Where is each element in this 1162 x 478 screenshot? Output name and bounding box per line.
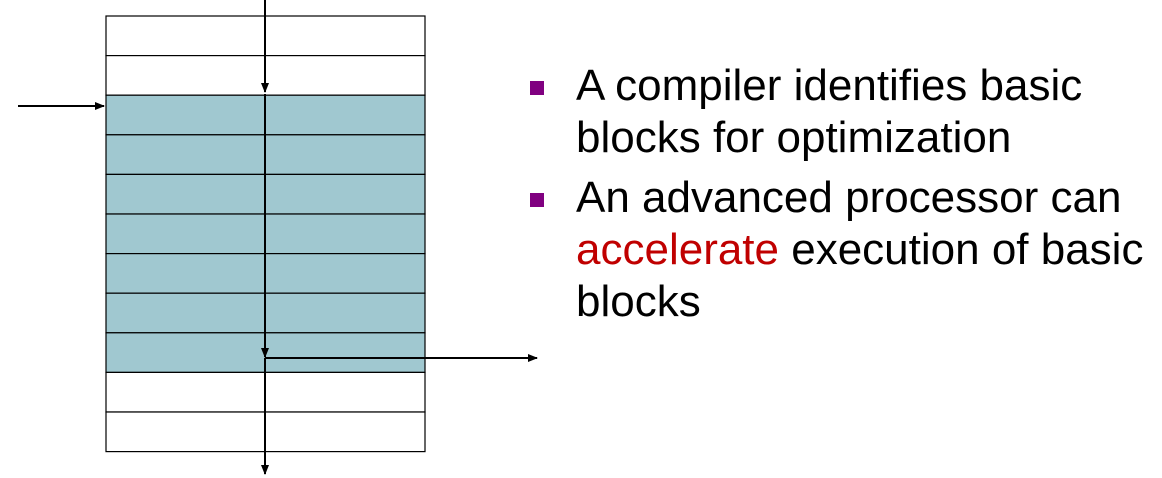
control-flow-arrows bbox=[18, 0, 538, 475]
bullet-text: A compiler identifies basic blocks for o… bbox=[576, 61, 1083, 162]
bullet-item: A compiler identifies basic blocks for o… bbox=[530, 60, 1150, 164]
square-bullet-icon bbox=[530, 81, 544, 95]
square-bullet-icon bbox=[530, 193, 544, 207]
bullet-list: A compiler identifies basic blocks for o… bbox=[530, 60, 1150, 336]
bullet-text: An advanced processor can bbox=[576, 173, 1122, 222]
highlight-text: accelerate bbox=[576, 225, 780, 274]
bullet-item: An advanced processor can accelerate exe… bbox=[530, 172, 1150, 328]
basic-block-diagram bbox=[18, 0, 538, 475]
bullet-text: execution of basic blocks bbox=[576, 225, 1144, 326]
